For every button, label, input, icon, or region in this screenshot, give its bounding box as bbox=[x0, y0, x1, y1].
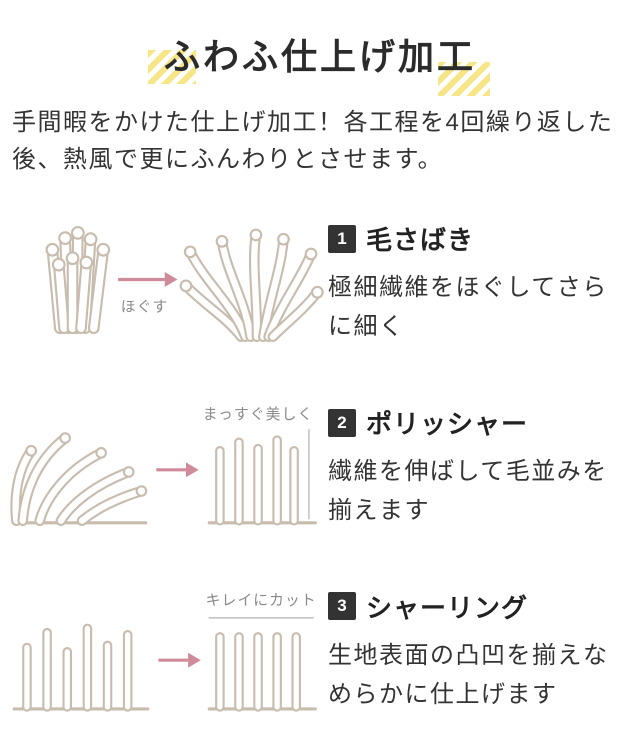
step-number-badge: 3 bbox=[328, 592, 356, 621]
bent-fibers-icon bbox=[10, 432, 148, 527]
intro-text: 手間暇をかけた仕上げ加工！各工程を4回繰り返した後、熱風で更にふんわりとさせます… bbox=[12, 109, 614, 174]
step-1-illustration: ほぐす bbox=[10, 218, 328, 356]
illustration-caption: まっすぐ美しく bbox=[203, 406, 314, 423]
step-3-heading: 3 シャーリング bbox=[328, 588, 630, 625]
step-title: 毛さばき bbox=[366, 225, 475, 256]
arrow-right-icon bbox=[118, 272, 178, 288]
uneven-pile-icon bbox=[12, 623, 150, 712]
header: ふわふ仕上げ加工 bbox=[0, 0, 640, 96]
steps-list: ほぐす 1 毛さばき 極細繊維をほぐ bbox=[0, 218, 640, 723]
step-1-heading: 1 毛さばき bbox=[328, 220, 630, 257]
step-2-text: 2 ポリッシャー 繊維を伸ばして毛並みを揃えます bbox=[328, 402, 630, 531]
title-accent-right bbox=[438, 62, 490, 96]
step-number-badge: 1 bbox=[328, 224, 356, 253]
step-2: まっすぐ美しく 2 ポリッシャー 繊 bbox=[10, 402, 630, 540]
step-1-text: 1 毛さばき 極細繊維をほぐしてさらに細く bbox=[328, 218, 630, 347]
step-description: 極細繊維をほぐしてさらに細く bbox=[328, 274, 608, 341]
loose-fibers-icon bbox=[179, 228, 324, 343]
step-title: シャーリング bbox=[366, 592, 529, 623]
step-3-illustration: キレイにカット bbox=[10, 586, 328, 724]
step-3: キレイにカット 3 シャーリング 生 bbox=[10, 586, 630, 724]
polisher-illustration-icon: まっすぐ美しく bbox=[10, 406, 317, 527]
step-number-badge: 2 bbox=[328, 408, 356, 437]
fiber-bundle-illustration-icon: ほぐす bbox=[45, 226, 324, 343]
step-description: 繊維を伸ばして毛並みを揃えます bbox=[328, 458, 608, 525]
even-pile-icon bbox=[207, 616, 317, 712]
arrow-right-icon bbox=[158, 652, 201, 668]
page-title: ふわふ仕上げ加工 bbox=[163, 36, 476, 77]
illustration-caption: ほぐす bbox=[121, 299, 169, 316]
fiber-bundle-icon bbox=[45, 226, 111, 335]
step-1: ほぐす 1 毛さばき 極細繊維をほぐ bbox=[10, 218, 630, 356]
step-3-text: 3 シャーリング 生地表面の凸凹を揃えなめらかに仕上げます bbox=[328, 586, 630, 715]
illustration-caption: キレイにカット bbox=[206, 593, 317, 609]
step-title: ポリッシャー bbox=[366, 409, 529, 440]
straight-fibers-icon bbox=[207, 428, 317, 526]
shearing-illustration-icon: キレイにカット bbox=[12, 593, 317, 712]
step-2-illustration: まっすぐ美しく bbox=[10, 402, 328, 540]
step-2-heading: 2 ポリッシャー bbox=[328, 404, 630, 441]
title-accent-left bbox=[148, 50, 196, 84]
arrow-right-icon bbox=[156, 462, 199, 478]
step-description: 生地表面の凸凹を揃えなめらかに仕上げます bbox=[328, 641, 609, 708]
